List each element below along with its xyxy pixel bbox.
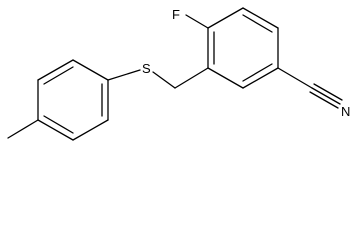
methyl-bond (7, 119, 39, 139)
sulfur-atom-label: S (142, 61, 151, 76)
bond (207, 7, 244, 29)
bond (37, 119, 74, 141)
bond (72, 119, 109, 141)
bond-ring-to-nitrile-carbon (277, 67, 313, 89)
bond-ring-to-sulfur (107, 69, 141, 81)
bond-ring-to-fluorine (185, 14, 209, 29)
triple-bond-2 (313, 83, 343, 101)
triple-bond-1 (311, 87, 341, 105)
double-bond-inner (242, 63, 273, 82)
double-bond-inner (43, 115, 74, 134)
tolyl-ring (37, 59, 109, 141)
bond (242, 67, 279, 89)
nitrogen-atom-label: N (341, 104, 350, 119)
chemical-structure: S F N (7, 7, 350, 141)
bond (207, 67, 244, 89)
triple-bond-3 (309, 91, 339, 109)
fluorine-atom-label: F (172, 7, 180, 22)
bond (242, 7, 279, 29)
bond (72, 59, 109, 81)
structure-canvas: S F N (7, 7, 351, 141)
fluorobenzonitrile-ring (207, 7, 279, 89)
bond-methylene-to-ring (174, 67, 209, 89)
bond-sulfur-to-methylene (152, 71, 176, 89)
bond (37, 59, 74, 81)
double-bond-inner (43, 66, 74, 85)
double-bond-inner (242, 14, 273, 33)
